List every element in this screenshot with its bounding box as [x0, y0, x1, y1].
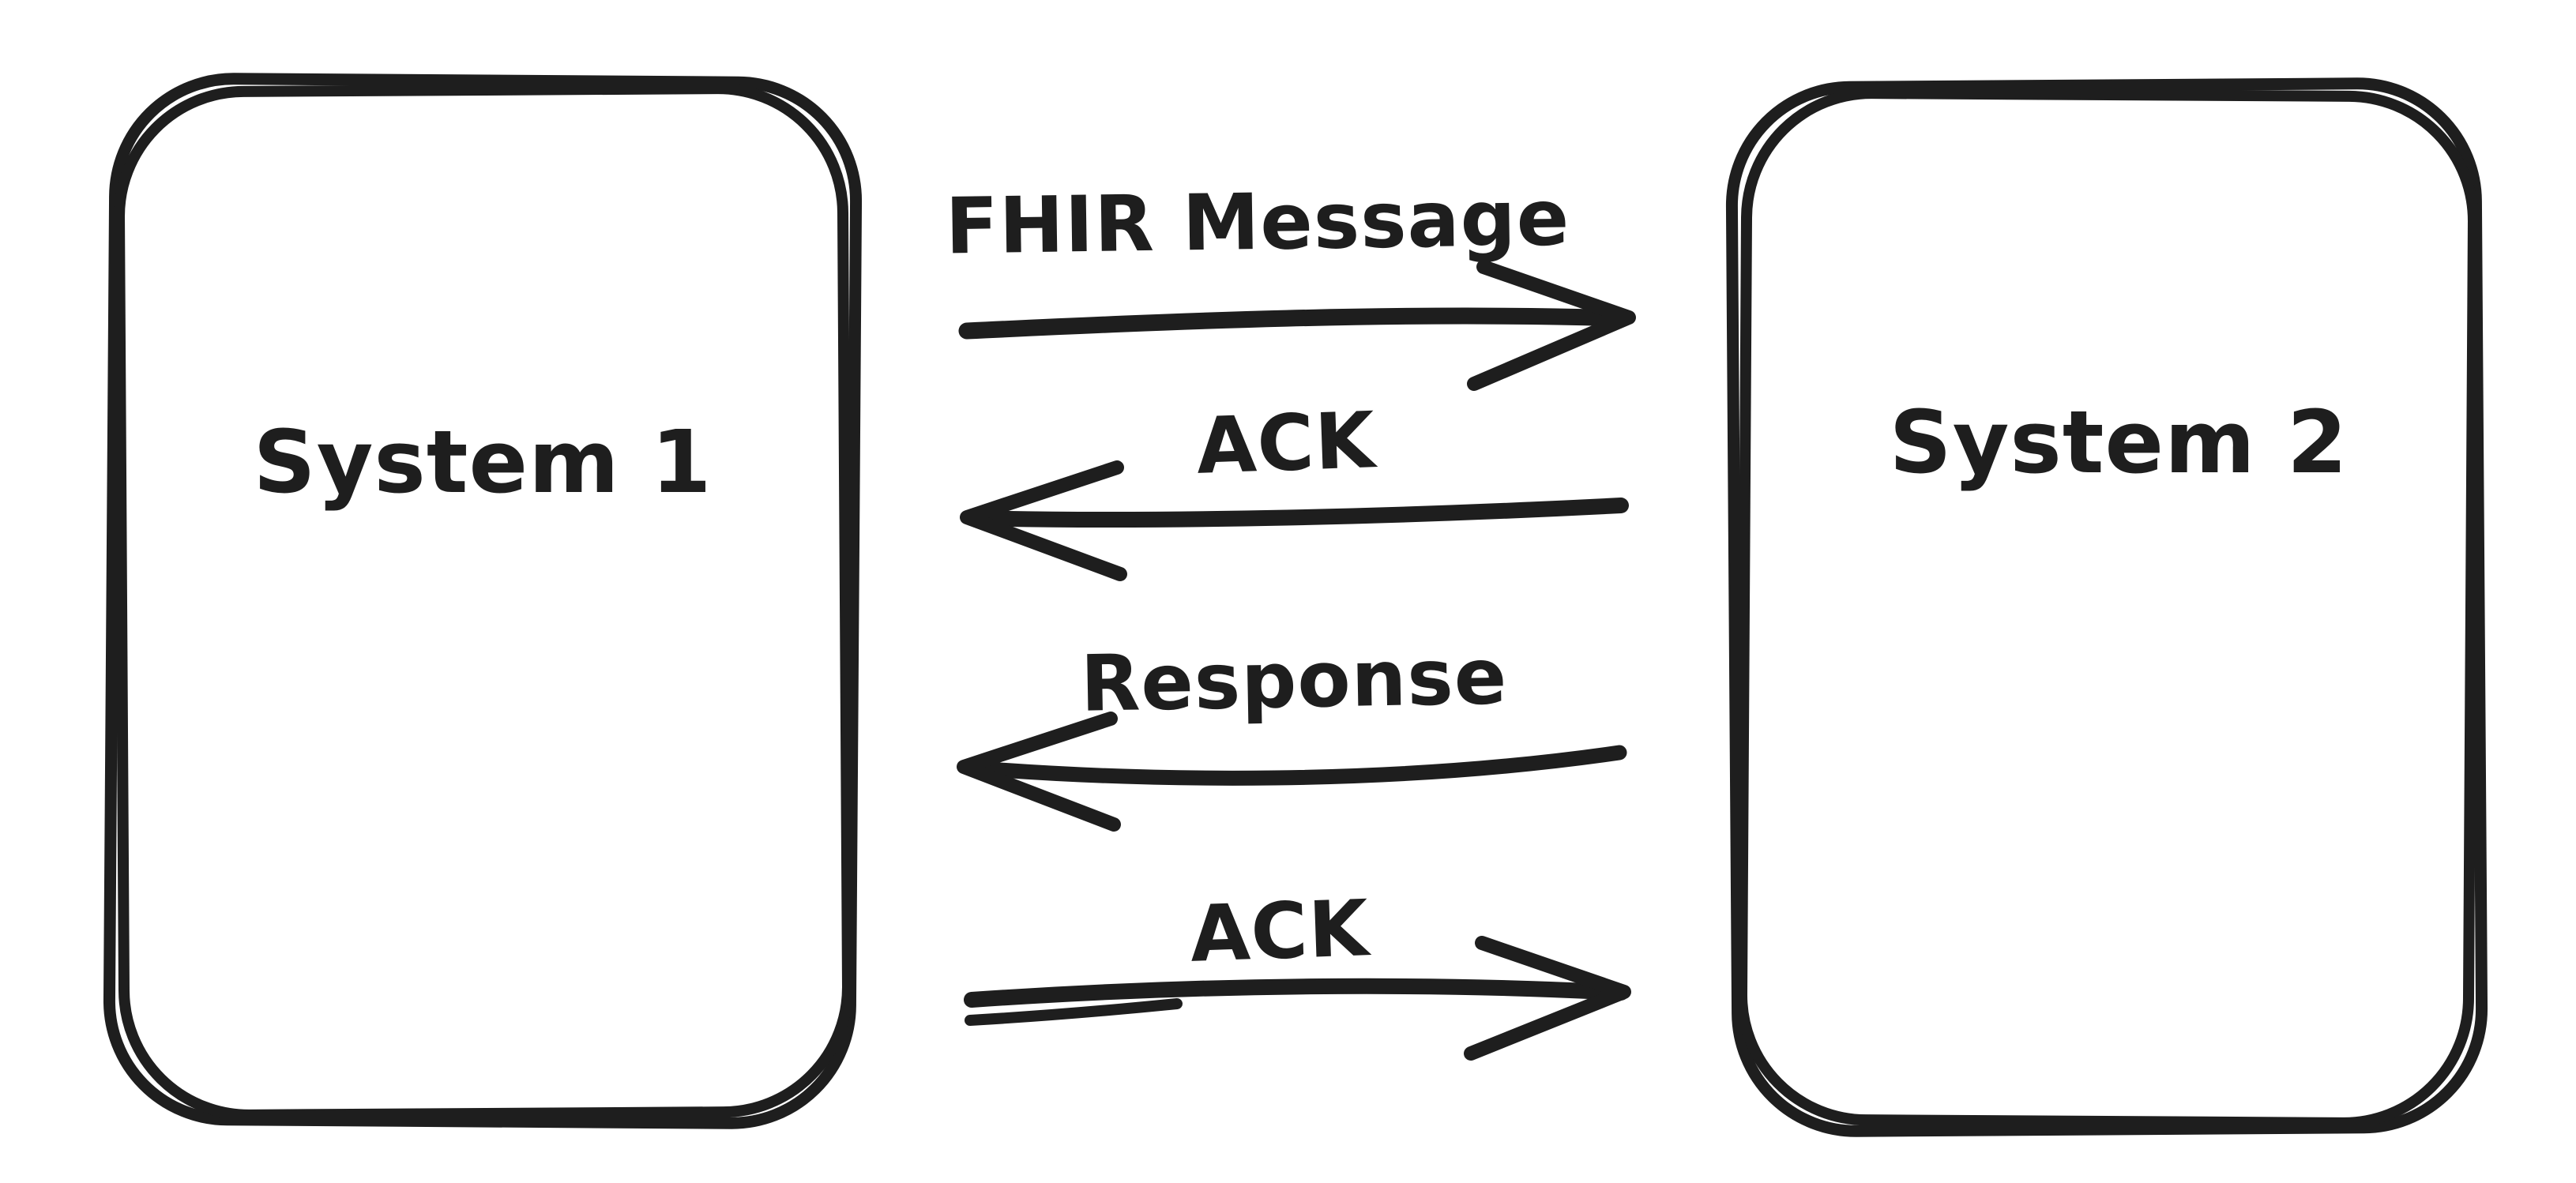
arrow-head-right-icon	[1467, 260, 1636, 391]
system-1-box-outline-outer	[103, 73, 863, 1129]
message-label-fhir-message: FHIR Message	[945, 173, 1570, 272]
arrow-shaft	[964, 498, 1629, 528]
arrow-shaft-double-stroke	[965, 998, 1183, 1026]
system-1-box	[103, 73, 863, 1129]
arrow-ack-left	[960, 460, 1629, 581]
message-label-ack-2: ACK	[1188, 884, 1371, 980]
system-2-box-outline-outer	[1725, 77, 2488, 1137]
arrow-shaft	[961, 745, 1627, 786]
arrow-head-left-icon	[960, 460, 1127, 581]
message-label-response: Response	[1079, 632, 1509, 730]
arrow-shaft	[958, 307, 1631, 340]
system-2-label: System 2	[1889, 392, 2348, 493]
arrow-fhir-message-right	[958, 260, 1636, 391]
arrow-head-left-icon	[957, 712, 1121, 832]
message-label-ack-1: ACK	[1194, 396, 1378, 492]
system-1-box-outline-inner	[114, 83, 853, 1121]
arrow-shaft	[964, 978, 1629, 1008]
system-2-box	[1725, 77, 2488, 1137]
system-2-box-outline-inner	[1736, 88, 2479, 1129]
arrow-head-right-icon	[1464, 936, 1631, 1061]
arrow-ack-right	[964, 936, 1631, 1061]
arrow-response-left	[957, 712, 1627, 832]
system-1-label: System 1	[253, 411, 713, 513]
